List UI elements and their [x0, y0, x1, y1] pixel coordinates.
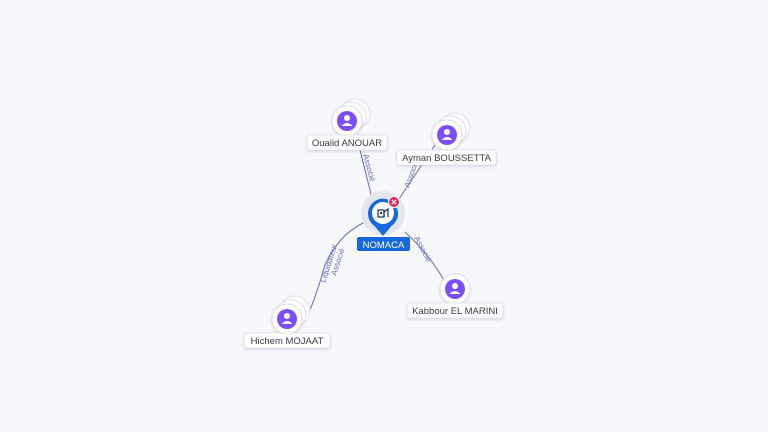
person-name: Hichem MOJAAT	[251, 336, 324, 347]
person-icon	[437, 125, 457, 145]
person-node-oualid-anouar[interactable]: Oualid ANOUAR	[306, 98, 388, 151]
person-node-kabbour-el-marini[interactable]: Kabbour EL MARINI	[406, 273, 504, 319]
person-icon	[277, 309, 297, 329]
close-icon[interactable]	[388, 196, 400, 208]
person-node-ayman-boussetta[interactable]: Ayman BOUSSETTA	[396, 112, 497, 166]
company-name: NOMACA	[363, 240, 405, 251]
person-name: Kabbour EL MARINI	[412, 306, 498, 317]
edge-kabbour-el-marini	[404, 231, 446, 283]
person-node-hichem-mojaat[interactable]: Hichem MOJAAT	[243, 295, 331, 349]
person-icon	[337, 111, 357, 131]
person-name: Oualid ANOUAR	[312, 138, 382, 149]
edge-hichem-mojaat	[309, 221, 366, 311]
edge-label-oualid-role: Associé	[361, 153, 377, 183]
edge-label-kabbour-role: Associé	[412, 235, 433, 264]
building-icon	[377, 207, 389, 218]
company-node-nomaca[interactable]: NOMACA	[357, 191, 410, 251]
person-name: Ayman BOUSSETTA	[402, 153, 492, 164]
person-icon	[445, 279, 465, 299]
edge-oualid-anouar	[359, 149, 373, 199]
